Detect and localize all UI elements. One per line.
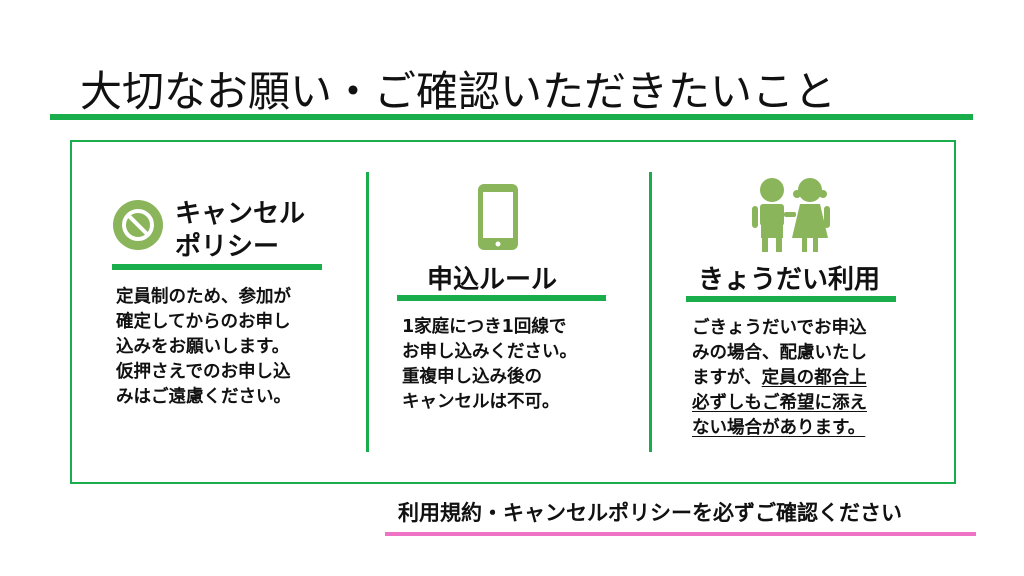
smartphone-icon — [478, 184, 518, 250]
text-line: 1家庭につき1回線で — [402, 317, 567, 337]
section-heading-siblings: きょうだい利用 — [698, 265, 881, 295]
application-rules-text: 1家庭につき1回線で お申し込みください。 重複申し込み後の キャンセルは不可。 — [402, 315, 577, 415]
text-line: みの場合、配慮いたし — [692, 343, 867, 363]
column-divider — [649, 172, 652, 452]
section-heading-cancel-line2: ポリシー — [175, 232, 280, 262]
text-line: お申し込みください。 — [402, 342, 577, 362]
sibling-use-text: ごきょうだいでお申込 みの場合、配慮いたし ますが、定員の都合上 必ずしもご希望… — [692, 316, 867, 441]
title-underline — [50, 114, 973, 120]
underlined-text: 定員の都合上 — [761, 368, 867, 388]
page-title: 大切なお願い・ご確認いただきたいこと — [80, 67, 837, 116]
text-line: 重複申し込み後の — [402, 367, 542, 387]
text-line: ごきょうだいでお申込 — [692, 318, 867, 338]
section-underline — [686, 296, 896, 302]
info-box — [70, 140, 956, 484]
no-entry-icon — [113, 200, 163, 250]
text-line: みはご遠慮ください。 — [116, 387, 291, 407]
text-line: 込みをお願いします。 — [116, 337, 290, 357]
children-icon — [752, 178, 830, 252]
footer-underline — [385, 532, 976, 536]
text-line: 確定してからのお申し — [116, 312, 291, 332]
column-divider — [366, 172, 369, 452]
section-underline — [112, 264, 322, 270]
text-line: 仮押さえでのお申し込 — [116, 362, 291, 382]
text-line: 定員制のため、参加が — [116, 287, 291, 307]
section-underline — [397, 295, 606, 301]
section-heading-cancel-line1: キャンセル — [175, 199, 306, 229]
text-line: キャンセルは不可。 — [402, 392, 560, 412]
section-heading-rules: 申込ルール — [427, 265, 558, 295]
underlined-text: 必ずしもご希望に添え — [692, 393, 867, 413]
text-line: ますが、 — [692, 368, 762, 388]
cancel-policy-text: 定員制のため、参加が 確定してからのお申し 込みをお願いします。 仮押さえでのお… — [116, 285, 291, 410]
underlined-text: ない場合があります。 — [692, 418, 866, 438]
footer-notice: 利用規約・キャンセルポリシーを必ずご確認ください — [398, 501, 902, 525]
